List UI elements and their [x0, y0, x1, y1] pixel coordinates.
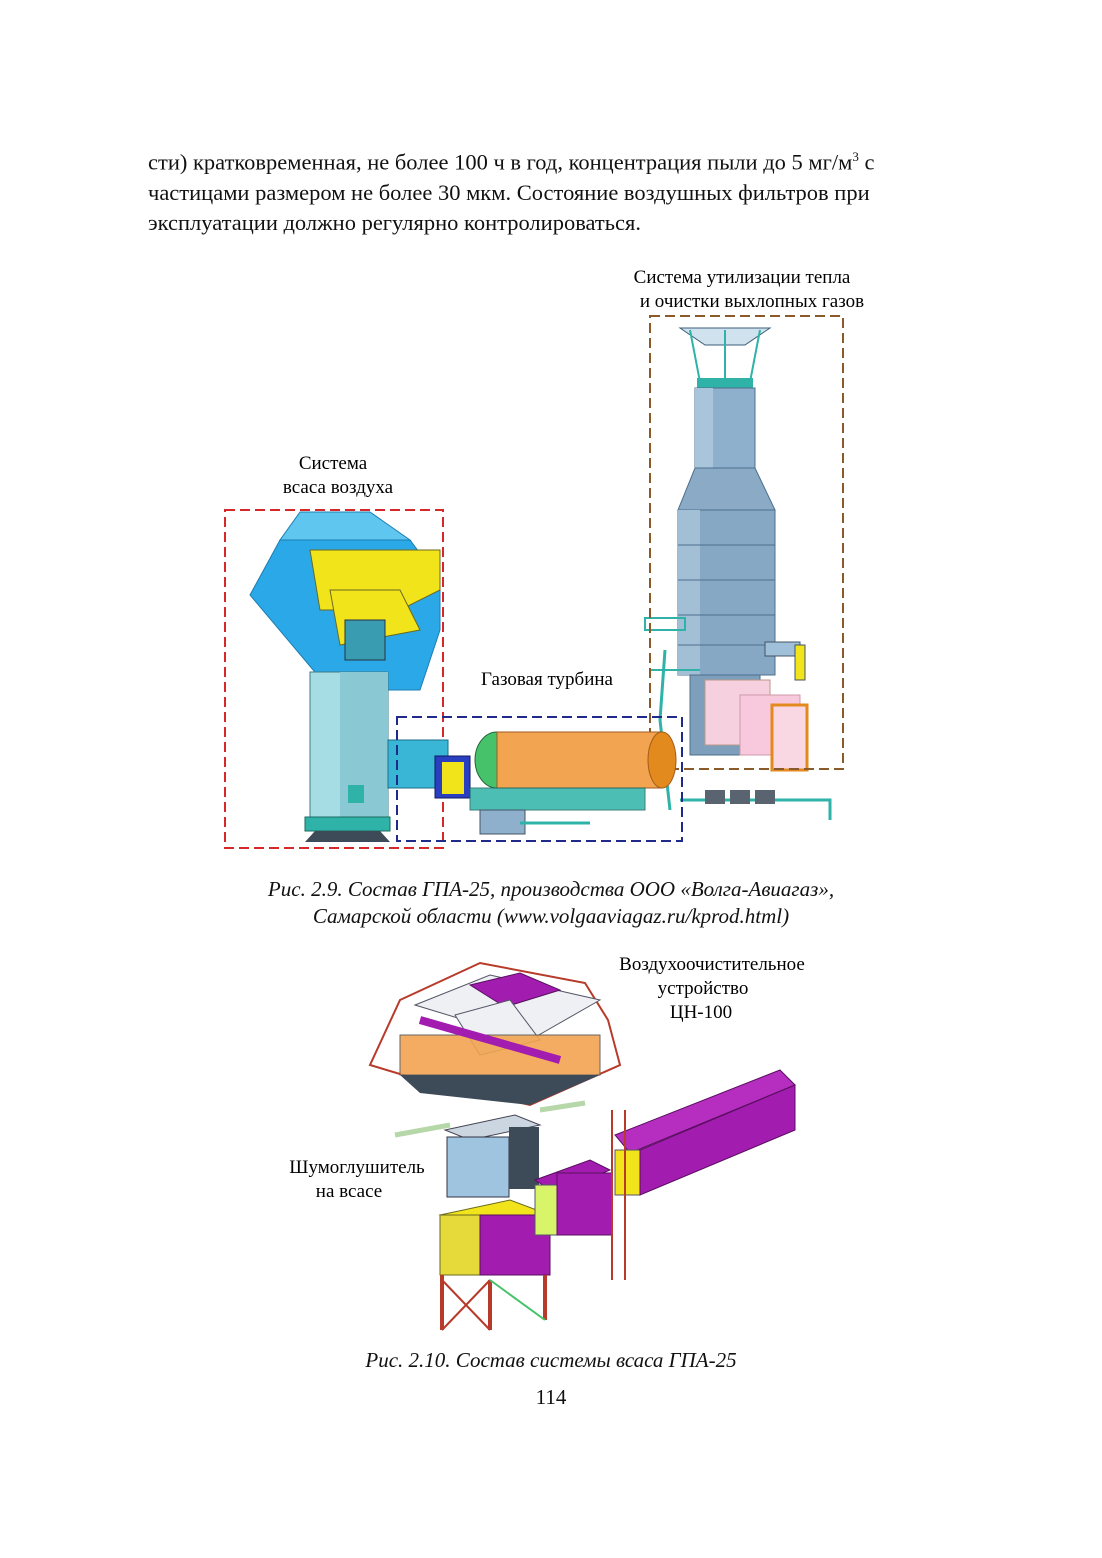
dashed-box-gas-turbine	[396, 716, 683, 842]
label-air-intake-1: Система	[299, 453, 368, 474]
label-silencer-2: на всасе	[316, 1181, 382, 1202]
label-air-cleaner-3: ЦН-100	[670, 1002, 732, 1023]
figure2-caption: Рис. 2.10. Состав системы всаса ГПА-25	[365, 1348, 737, 1372]
page-number: 114	[535, 1385, 567, 1409]
figure1-caption-line-1: Рис. 2.9. Состав ГПА-25, производства ОО…	[267, 877, 835, 901]
air-cleaner-unit	[368, 961, 622, 1107]
dashed-box-heat-recovery	[649, 315, 844, 770]
figure-intake-system: Воздухоочистительное устройство ЦН-100 Ш…	[289, 954, 805, 1331]
label-heat-recovery-1: Система утилизации тепла	[634, 267, 851, 288]
figure1-caption-line-2: Самарской области (www.volgaaviagaz.ru/k…	[312, 904, 790, 928]
label-air-intake-2: всаса воздуха	[283, 477, 394, 498]
label-air-cleaner-2: устройство	[658, 978, 749, 999]
figure-gpa25-composition: Система утилизации тепла и очистки выхло…	[224, 267, 864, 849]
intake-ducts	[533, 1069, 796, 1280]
label-gas-turbine: Газовая турбина	[481, 669, 614, 690]
label-silencer-1: Шумоглушитель	[289, 1157, 425, 1178]
paragraph-line-2: частицами размером не более 30 мкм. Сост…	[148, 179, 870, 205]
support-tower	[438, 1199, 552, 1331]
air-intake-structure	[249, 511, 441, 842]
body-paragraph: сти) кратковременная, не более 100 ч в г…	[148, 142, 968, 238]
exhaust-stack	[644, 327, 809, 811]
paragraph-line-1: сти) кратковременная, не более 100 ч в г…	[148, 149, 875, 175]
gas-turbine-assembly	[387, 731, 832, 835]
paragraph-line-3: эксплуатации должно регулярно контролиро…	[148, 209, 641, 235]
dashed-box-air-intake	[224, 509, 444, 849]
intake-silencer	[394, 1100, 586, 1198]
label-air-cleaner-1: Воздухоочистительное	[619, 954, 805, 975]
label-heat-recovery-2: и очистки выхлопных газов	[640, 291, 864, 312]
